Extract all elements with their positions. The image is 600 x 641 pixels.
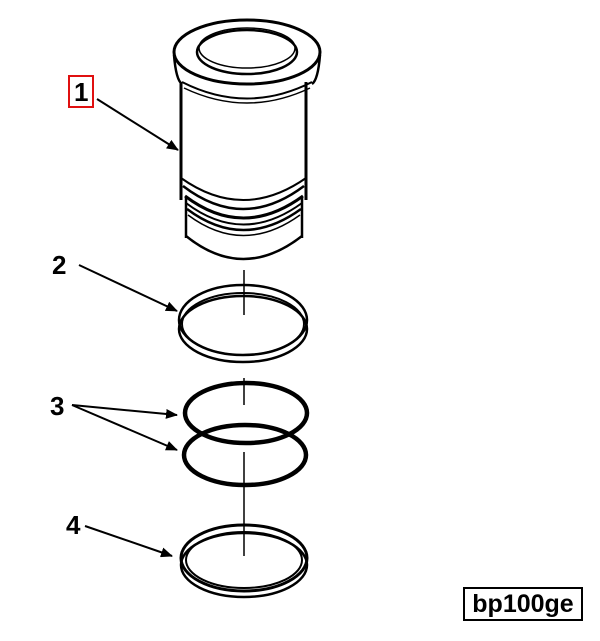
o-rings-part[interactable] xyxy=(181,380,310,488)
ring-4-part[interactable] xyxy=(179,523,309,599)
callout-2[interactable]: 2 xyxy=(52,250,67,280)
callout-1[interactable]: 1 xyxy=(68,75,95,108)
ring-2-part[interactable] xyxy=(177,283,309,364)
cylinder-liner-part[interactable] xyxy=(172,18,322,261)
leader-arrows xyxy=(71,98,179,558)
callout-4[interactable]: 4 xyxy=(66,510,81,540)
figure-id-label: bp100ge xyxy=(463,587,583,621)
callout-3[interactable]: 3 xyxy=(50,391,65,421)
